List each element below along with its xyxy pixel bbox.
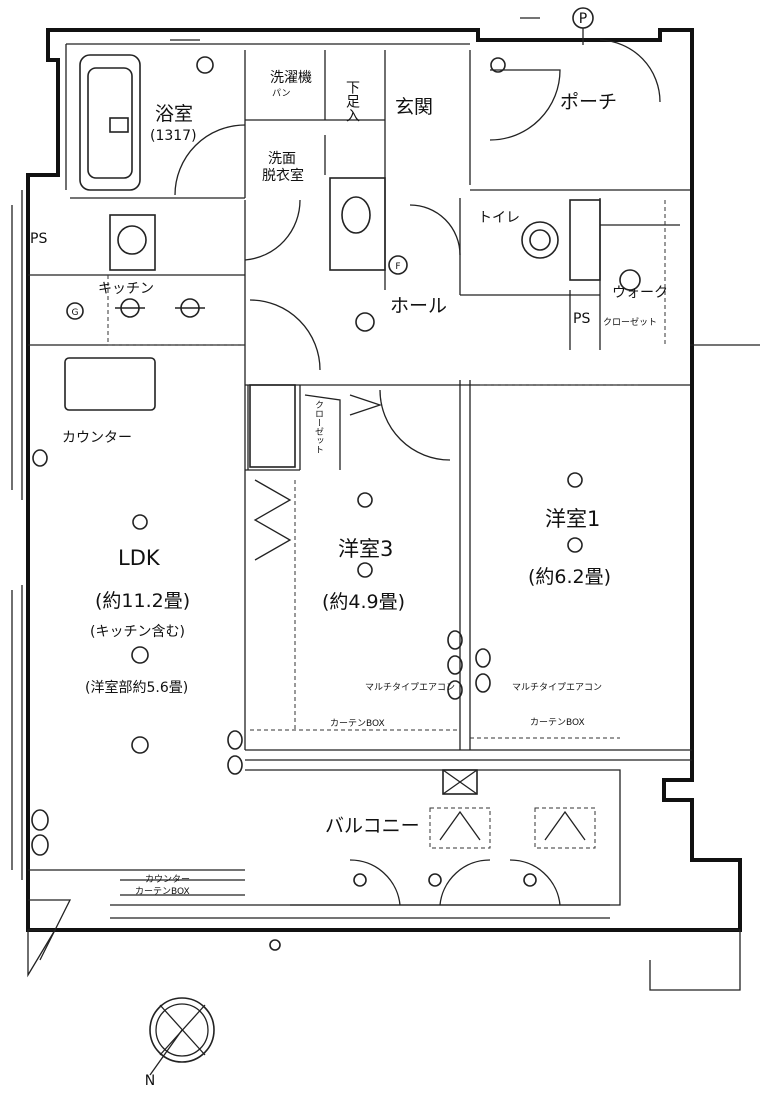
room-labels: 浴室 (1317) 洗濯機 パン 洗面 脱衣室 下足入 玄関 ポーチ トイレ キ… — [30, 70, 668, 897]
closet-label: クローゼット — [313, 400, 324, 454]
laundry-label: 洗濯機 — [270, 70, 312, 86]
laundry-sub-label: パン — [272, 88, 290, 99]
walkin-label: ウォーク — [612, 285, 668, 301]
ac2-label: マルチタイプエアコン — [512, 682, 602, 693]
misc-markers: F G — [66, 255, 408, 320]
kitchen-label: キッチン — [98, 281, 154, 297]
outlets — [31, 449, 491, 856]
bathtub — [79, 54, 141, 191]
outer-walls — [11, 28, 760, 932]
north-compass: N — [145, 997, 215, 1089]
sliding-partition — [253, 394, 383, 561]
ac1-label: マルチタイプエアコン — [365, 682, 455, 693]
ldk-size-label: (約11.2畳) — [95, 590, 190, 612]
door-swings — [174, 39, 661, 906]
ldk-note2-label: (洋室部約5.6畳) — [85, 679, 188, 696]
shoebox-label: 下足入 — [344, 80, 360, 122]
ldk-label: LDK — [118, 546, 161, 570]
washroom-sub-label: 脱衣室 — [262, 167, 304, 184]
western1-size-label: (約6.2畳) — [528, 566, 611, 588]
fixtures — [64, 177, 601, 468]
western3-size-label: (約4.9畳) — [322, 591, 405, 613]
balcony-label: バルコニー — [325, 815, 420, 837]
parking-label: P — [579, 11, 587, 27]
interior-walls — [28, 50, 692, 919]
walkin-sub-label: クローゼット — [603, 316, 657, 328]
parking-marker: P — [572, 7, 594, 45]
entrance-label: 玄関 — [395, 96, 433, 118]
balcony-ac-units — [429, 769, 596, 849]
toilet-label: トイレ — [478, 210, 520, 226]
curtain2-label: カーテンBOX — [530, 717, 585, 728]
corner-blocks — [27, 17, 741, 991]
dashed-lines — [107, 200, 666, 739]
ldk-note-label: (キッチン含む) — [90, 624, 185, 640]
bath-label: 浴室 — [155, 103, 193, 125]
curtain1-label: カーテンBOX — [330, 718, 385, 729]
western1-label: 洋室1 — [545, 507, 600, 531]
counter-bottom-label: カウンター — [145, 874, 190, 885]
western3-label: 洋室3 — [338, 537, 393, 561]
curtain-bottom-label: カーテンBOX — [135, 886, 190, 897]
compass-north-label: N — [145, 1073, 155, 1089]
counter-label: カウンター — [62, 430, 132, 446]
hall-label: ホール — [390, 295, 447, 317]
f-marker-label: F — [395, 262, 400, 272]
ps1-label: PS — [30, 231, 47, 247]
washroom-label: 洗面 — [268, 151, 296, 167]
ceiling-lights — [131, 56, 641, 951]
porch-label: ポーチ — [560, 91, 617, 113]
g-marker-label: G — [72, 308, 79, 318]
ps2-label: PS — [573, 311, 590, 327]
bath-size-label: (1317) — [150, 128, 197, 144]
